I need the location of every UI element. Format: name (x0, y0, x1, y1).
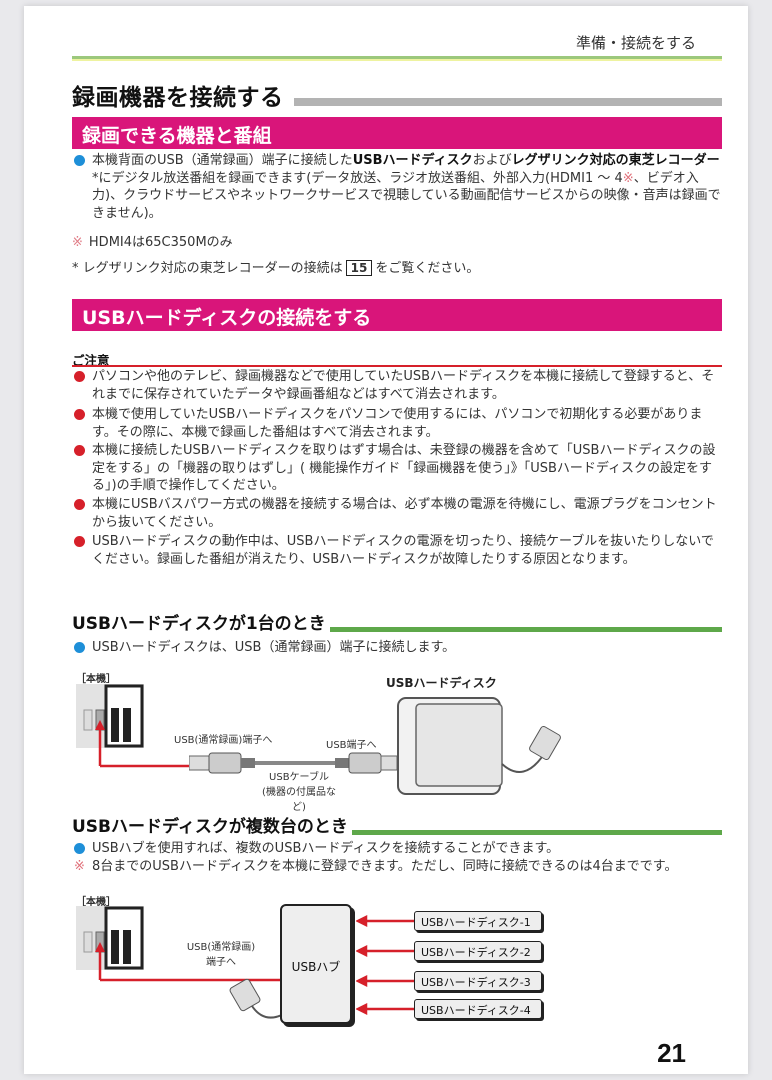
section-banner-usb-hdd: USBハードディスクの接続をする (72, 299, 722, 331)
caution-item: USBハードディスクの動作中は、USBハードディスクの電源を切ったり、接続ケーブ… (72, 533, 722, 568)
bullet-dot-icon (74, 155, 85, 166)
caution-item: パソコンや他のテレビ、録画機器などで使用していたUSBハードディスクを本機に接続… (72, 368, 722, 403)
hdd-arrows-icon (356, 914, 414, 1016)
hdd-box-3: USBハードディスク-3 (414, 971, 542, 991)
tv-label: ［本機］ (76, 674, 116, 685)
section-header: 準備・接続をする (575, 34, 696, 52)
subhead-rule (72, 830, 722, 835)
subhead-multi-hdd: USBハードディスクが複数台のとき (72, 812, 352, 837)
caution-dot-icon (74, 409, 85, 420)
usb-cable-icon (189, 752, 414, 774)
connection-arrow-icon (95, 720, 194, 768)
page-reference-link[interactable]: 15 (345, 260, 373, 276)
manual-page: 準備・接続をする 録画機器を接続する 録画できる機器と番組 本機背面のUSB（通… (24, 6, 748, 1074)
subhead-rule (72, 627, 722, 632)
usb-hub-box: USBハブ (280, 904, 352, 1024)
caution-dot-icon (74, 499, 85, 510)
hdd-box-2: USBハードディスク-2 (414, 941, 542, 961)
port-label: USB(通常録画)端子へ (174, 735, 273, 746)
cable-label: USBケーブル (機器の付属品など) (262, 772, 336, 813)
caution-dot-icon (74, 536, 85, 547)
hub-label: USBハブ (291, 960, 341, 974)
caution-dot-icon (74, 445, 85, 456)
subhead-single-hdd: USBハードディスクが1台のとき (72, 609, 330, 634)
header-rule (72, 56, 722, 61)
hdmi-note: ※HDMI4は65C350Mのみ (72, 235, 233, 250)
hdd-box-1: USBハードディスク-1 (414, 911, 542, 931)
single-hdd-bullet: USBハードディスクは、USB（通常録画）端子に接続します。 (72, 639, 722, 657)
page-number: 21 (657, 1038, 686, 1068)
caution-item: 本機にUSBバスパワー方式の機器を接続する場合は、必ず本機の電源を待機にし、電源… (72, 496, 722, 531)
bullet-dot-icon (74, 642, 85, 653)
title-underline (294, 98, 722, 106)
caution-title: ご注意 (72, 353, 110, 368)
usb-hdd-icon (397, 697, 561, 795)
bullet-dot-icon (74, 843, 85, 854)
recordable-bullet: 本機背面のUSB（通常録画）端子に接続したUSBハードディスクおよびレグザリンク… (72, 152, 722, 222)
hdd-label: USBハードディスク (386, 676, 497, 690)
hdd-port-label: USB端子へ (326, 740, 377, 751)
hub-connection-arrow-icon (95, 942, 284, 982)
caution-item: 本機で使用していたUSBハードディスクをパソコンで使用するには、パソコンで初期化… (72, 406, 722, 441)
tv-label: ［本機］ (76, 897, 116, 908)
multi-hdd-note: ※ 8台までのUSBハードディスクを本機に登録できます。ただし、同時に接続できる… (74, 859, 678, 874)
caution-item: 本機に接続したUSBハードディスクを取りはずす場合は、未登録の機器を含めて「US… (72, 442, 722, 495)
caution-dot-icon (74, 371, 85, 382)
multi-hdd-bullet: USBハブを使用すれば、複数のUSBハードディスクを接続することができます。 (72, 840, 722, 858)
tv-rear-panel-icon (76, 906, 144, 970)
hub-port-label: USB(通常録画) 端子へ (186, 942, 256, 968)
caution-rule (72, 365, 722, 367)
ac-adapter-icon (229, 978, 284, 1019)
section-banner-recordable: 録画できる機器と番組 (72, 117, 722, 149)
hdd-box-4: USBハードディスク-4 (414, 999, 542, 1019)
page-title: 録画機器を接続する (72, 85, 284, 111)
